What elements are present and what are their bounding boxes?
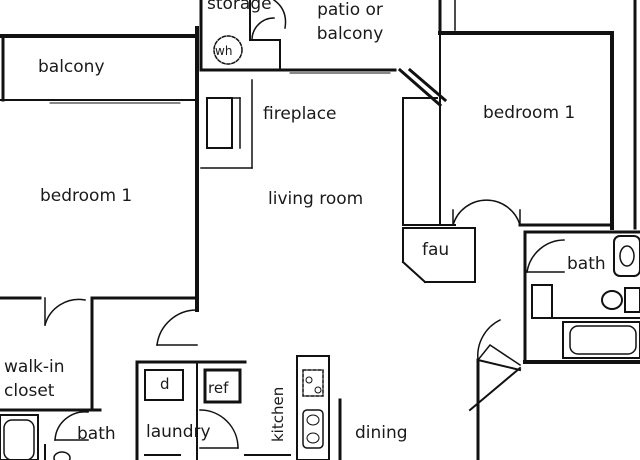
fireplace-shape [200, 79, 253, 169]
room-label-fireplace: fireplace [263, 104, 337, 124]
toilet-right-icon [601, 287, 640, 313]
room-label-dining: dining [355, 423, 408, 443]
balcony-walls [0, 26, 199, 312]
laundry-walls [135, 360, 291, 460]
room-label-bedroom-right: bedroom 1 [483, 103, 576, 123]
room-label-living-room: living room [268, 189, 364, 209]
room-label-laundry: laundry [146, 422, 211, 442]
fixture-label-water-heater: wh [215, 44, 233, 58]
patio-line2: balcony [316, 24, 384, 44]
room-label-patio: patio or balcony [300, 0, 400, 44]
sink-right-icon [613, 235, 640, 277]
lower-left-walls [0, 296, 199, 460]
room-label-kitchen: kitchen [269, 386, 287, 442]
fau-walls [401, 227, 476, 284]
patio-walls [289, 0, 456, 74]
kitchen-counter [296, 355, 342, 460]
water-heater-icon [213, 35, 243, 65]
room-label-walkin-closet: walk-in closet [4, 357, 65, 401]
room-label-balcony: balcony [38, 57, 105, 77]
fixture-label-dryer: d [160, 375, 170, 393]
fixture-label-refrigerator: ref [208, 379, 229, 397]
living-door [156, 309, 198, 346]
storage-walls [199, 0, 397, 72]
bedroom-right-walls [397, 0, 637, 230]
room-label-bath-left: bath [77, 424, 116, 444]
room-label-fau: fau [422, 240, 450, 260]
walkin-line1: walk-in [4, 357, 65, 377]
patio-line1: patio or [317, 0, 383, 20]
bath-right-walls [523, 230, 640, 364]
entry-door [468, 318, 522, 460]
walkin-line2: closet [4, 381, 55, 401]
room-label-bedroom-left: bedroom 1 [40, 186, 133, 206]
room-label-storage: storage [207, 0, 272, 14]
room-label-bath-right: bath [567, 254, 606, 274]
